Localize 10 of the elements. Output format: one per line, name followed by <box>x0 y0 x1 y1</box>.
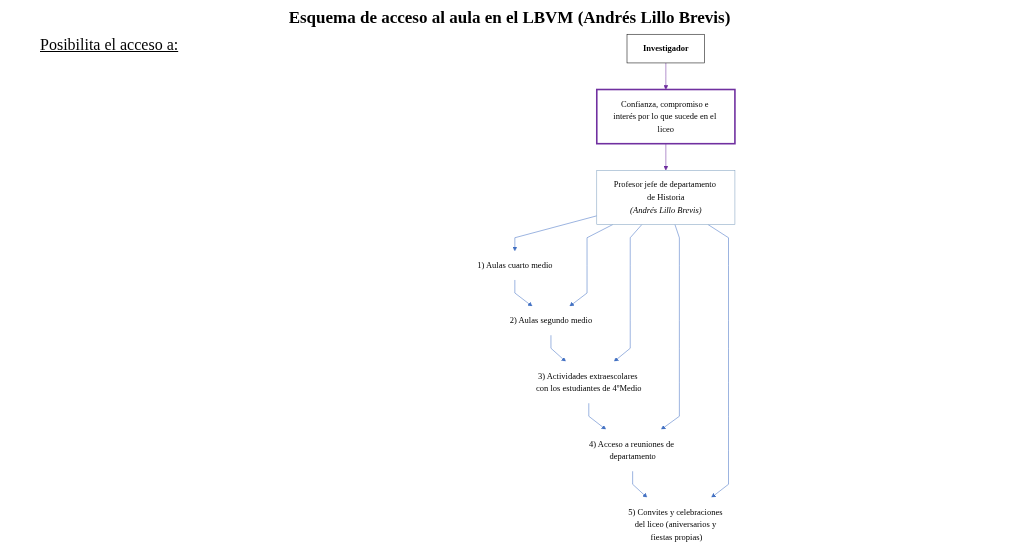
node-text: 5) Convites y celebraciones del liceo (aniversarios y fiestas propias) <box>628 507 723 542</box>
diagram-title: Esquema de acceso al aula en el LBVM (Andrés Lillo Brevis) <box>288 8 731 28</box>
node-text: 2) Aulas segundo medio <box>509 315 593 325</box>
node-text: 4) Acceso a reuniones de departamento <box>589 439 675 461</box>
node-text: 1) Aulas cuarto medio <box>477 260 553 270</box>
node-box: Confianza, compromiso e interés por lo que sucede en el liceo <box>596 88 736 145</box>
section-heading: Posibilita el acceso a: <box>40 36 179 54</box>
node-box: Investigador <box>626 34 706 64</box>
node-text: 3) Actividades extraescolares con los estudiantes de 4ºMedio <box>536 371 642 393</box>
node-box: Profesor jefe de departamento de Historia (Andrés Lillo Brevis) <box>596 170 736 225</box>
